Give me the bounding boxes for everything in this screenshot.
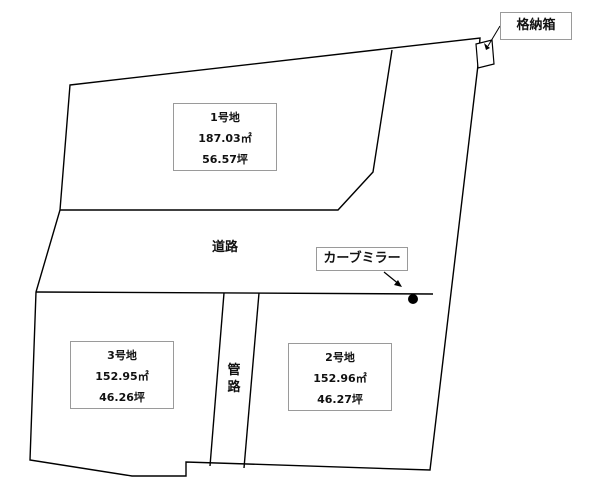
pipe-road-right-edge: [243, 292, 260, 469]
lot-3-box: 3号地 152.95㎡ 46.26坪: [70, 341, 174, 409]
lot-1-boundary: [60, 49, 393, 211]
pipe-road-label: 管路: [226, 362, 242, 396]
lot-3-area-m2: 152.95㎡: [95, 370, 149, 383]
pipe-road-left-edge: [209, 292, 225, 467]
storage-box-callout: 格納箱: [500, 12, 572, 40]
storage-box-marker: [475, 39, 495, 69]
road-edge: [35, 291, 434, 295]
lot-1-name: 1号地: [210, 111, 240, 124]
curve-mirror-dot: [408, 294, 418, 304]
curve-mirror-callout: カーブミラー: [316, 247, 408, 271]
road-label: 道路: [212, 240, 239, 255]
lot-2-box: 2号地 152.96㎡ 46.27坪: [288, 343, 392, 411]
lot-1-area-m2: 187.03㎡: [198, 132, 252, 145]
lot-2-area-m2: 152.96㎡: [313, 372, 367, 385]
curve-mirror-arrowhead: [394, 280, 402, 287]
lot-1-area-tsubo: 56.57坪: [202, 153, 248, 166]
lot-3-name: 3号地: [107, 349, 137, 362]
lot-3-area-tsubo: 46.26坪: [99, 391, 145, 404]
lot-2-area-tsubo: 46.27坪: [317, 393, 363, 406]
pipe-road-text: 管路: [227, 363, 241, 395]
storage-box-leader: [487, 25, 501, 47]
lot-2-name: 2号地: [325, 351, 355, 364]
storage-box-arrowhead: [484, 43, 490, 50]
lot-1-box: 1号地 187.03㎡ 56.57坪: [173, 103, 277, 171]
